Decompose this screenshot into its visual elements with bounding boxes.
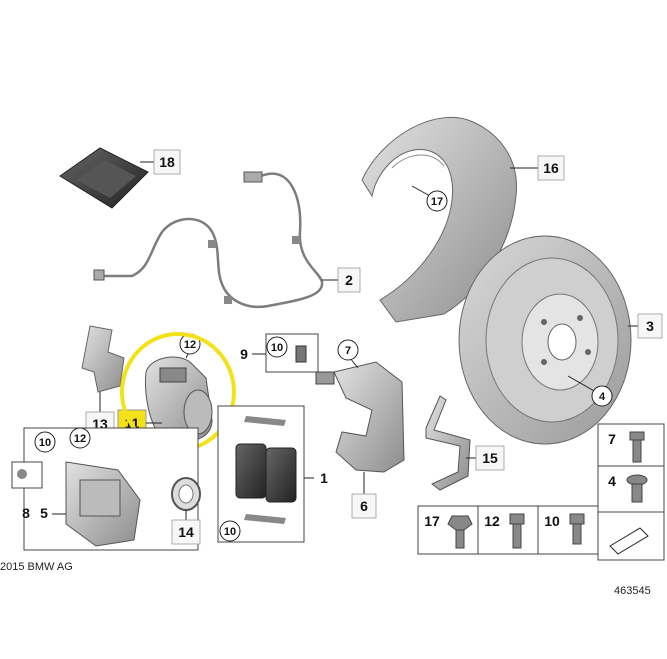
svg-text:4: 4 (608, 473, 616, 489)
callout-3: 3 (637, 313, 663, 339)
part-14-seal-ring (171, 477, 201, 520)
callout-7: 7 (337, 339, 359, 369)
callout-16: 16 (537, 155, 565, 181)
part-1-brake-pads: 10 1 (217, 405, 328, 543)
svg-text:8: 8 (22, 505, 30, 521)
part-18-boot (59, 147, 154, 209)
svg-text:10: 10 (224, 526, 236, 538)
callout-2: 2 (337, 267, 361, 293)
callout-9-group: 10 9 (240, 333, 319, 373)
copyright-text: 2015 BMW AG (0, 561, 73, 573)
callout-14: 14 (171, 519, 201, 545)
svg-text:10: 10 (39, 437, 51, 449)
svg-text:14: 14 (178, 524, 194, 540)
part-13-bracket (81, 325, 125, 412)
svg-text:10: 10 (271, 342, 283, 354)
svg-text:7: 7 (608, 431, 616, 447)
part-16-dust-shield (361, 117, 538, 323)
callout-4: 4 (591, 385, 613, 407)
svg-text:16: 16 (543, 160, 559, 176)
callout-18: 18 (153, 149, 181, 175)
part-5-caliper: 10 12 8 5 (11, 427, 199, 551)
callout-15: 15 (475, 445, 505, 471)
callout-17: 17 (411, 185, 448, 212)
svg-text:10: 10 (544, 513, 560, 529)
svg-text:18: 18 (159, 154, 175, 170)
svg-text:15: 15 (482, 450, 498, 466)
diagram-number: 463545 (614, 585, 651, 597)
part-2-wear-sensor (93, 171, 338, 309)
svg-text:3: 3 (646, 318, 654, 334)
svg-text:7: 7 (345, 345, 351, 357)
svg-text:1: 1 (320, 470, 328, 486)
svg-text:12: 12 (184, 339, 196, 351)
svg-text:4: 4 (599, 391, 606, 403)
svg-text:12: 12 (484, 513, 500, 529)
svg-text:5: 5 (40, 505, 48, 521)
callout-12-actuator: 12 (179, 333, 201, 355)
svg-text:2: 2 (345, 272, 353, 288)
svg-text:12: 12 (74, 433, 86, 445)
svg-text:17: 17 (424, 513, 440, 529)
part-11-brake-actuator (145, 349, 213, 442)
svg-text:17: 17 (431, 196, 443, 208)
part-6-caliper-carrier (315, 361, 405, 494)
svg-text:9: 9 (240, 346, 248, 362)
svg-text:6: 6 (360, 498, 368, 514)
part-15-spring-clip (425, 395, 476, 491)
part-3-brake-disc (458, 235, 638, 445)
fastener-legend: 17 12 10 7 4 (417, 423, 665, 561)
callout-6: 6 (351, 493, 377, 519)
